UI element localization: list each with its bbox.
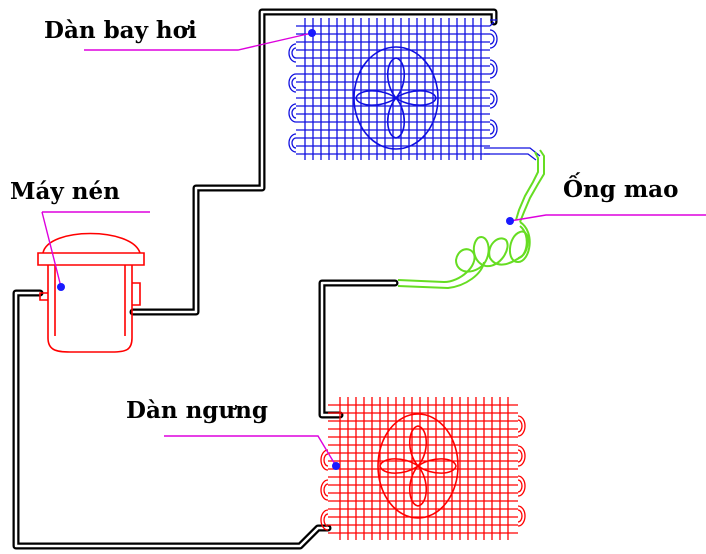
capillary-label: Ống mao [563,173,678,203]
evaporator-leader-line [84,32,313,51]
condenser-label: Dàn ngưng [126,397,268,424]
compressor [37,232,145,353]
evaporator-return-bends [288,19,498,153]
condenser-leader-line [164,435,337,467]
leader-lines [41,32,706,467]
compressor-leader-line [41,211,150,288]
discharge-pipe [129,8,498,316]
condenser-fan [377,413,459,519]
condenser-marker-dot [332,462,340,470]
evaporator-coil [288,18,541,161]
capillary-marker-dot [506,217,514,225]
evaporator-outlet-line [484,147,541,161]
evaporator-marker-dot [308,29,316,37]
compressor-label: Máy nén [10,178,120,205]
marker-points [57,29,514,470]
refrigerant-pipes [12,8,498,550]
evaporator-fan [353,46,439,150]
evaporator-label: Dàn bay hơi [44,17,197,44]
compressor-dome [42,232,141,254]
condenser-coil [320,397,526,540]
compressor-marker-dot [57,283,65,291]
compressor-body [47,265,133,353]
bottom-return-pipe [12,289,332,550]
evaporator-grid [296,18,490,160]
capillary-leader-line [509,214,706,222]
condenser-grid [328,397,518,540]
condenser-inlet-pipe [318,279,399,419]
condenser-return-bends [320,415,526,531]
capillary-tube [397,149,545,290]
